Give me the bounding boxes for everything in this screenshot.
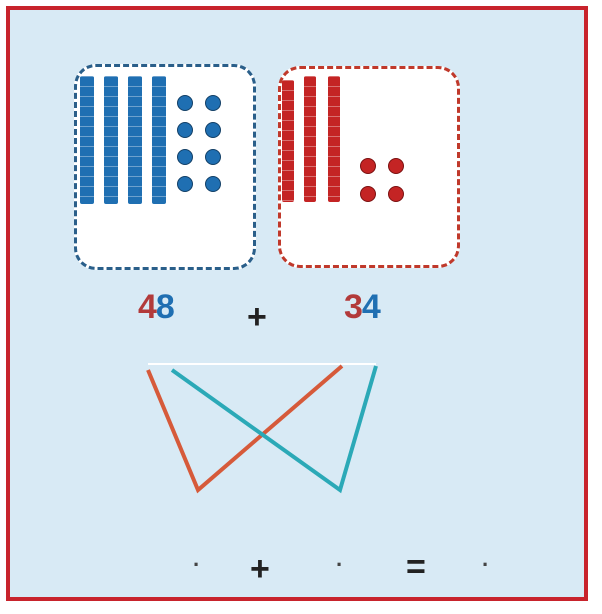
- equation-equals-sign: =: [406, 548, 426, 587]
- equation-plus-sign: +: [250, 550, 270, 589]
- equation-blank-a: ·: [193, 552, 200, 578]
- teal-split-line: [172, 366, 376, 490]
- equation-blank-b: ·: [336, 552, 343, 578]
- equation-blank-c: ·: [482, 552, 489, 578]
